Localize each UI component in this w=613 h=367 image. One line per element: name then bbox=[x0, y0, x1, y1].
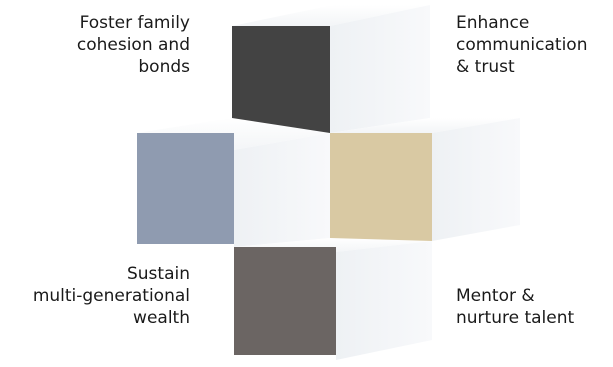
bottom-cube-side-face bbox=[336, 241, 432, 360]
top-cube-top-face bbox=[232, 5, 430, 26]
right-cube-top-face bbox=[330, 118, 520, 133]
top-cube bbox=[232, 5, 430, 133]
right-cube bbox=[330, 118, 520, 241]
left-cube bbox=[137, 118, 330, 247]
bottom-cube-front-face bbox=[234, 247, 336, 355]
label-mentor-nurture-talent: Mentor & nurture talent bbox=[456, 286, 575, 328]
bottom-cube bbox=[234, 238, 432, 360]
left-cube-side-face bbox=[234, 133, 330, 247]
top-cube-front-face bbox=[232, 26, 330, 133]
right-cube-side-face bbox=[432, 118, 520, 241]
right-cube-front-face bbox=[330, 133, 432, 241]
label-sustain-multigenerational-wealth: Sustain multi-generational wealth bbox=[32, 264, 190, 328]
label-enhance-communication-trust: Enhance communication & trust bbox=[456, 13, 588, 77]
label-foster-family-cohesion: Foster family cohesion and bonds bbox=[76, 13, 190, 77]
top-cube-side-face bbox=[330, 5, 430, 133]
left-cube-front-face bbox=[137, 133, 234, 244]
